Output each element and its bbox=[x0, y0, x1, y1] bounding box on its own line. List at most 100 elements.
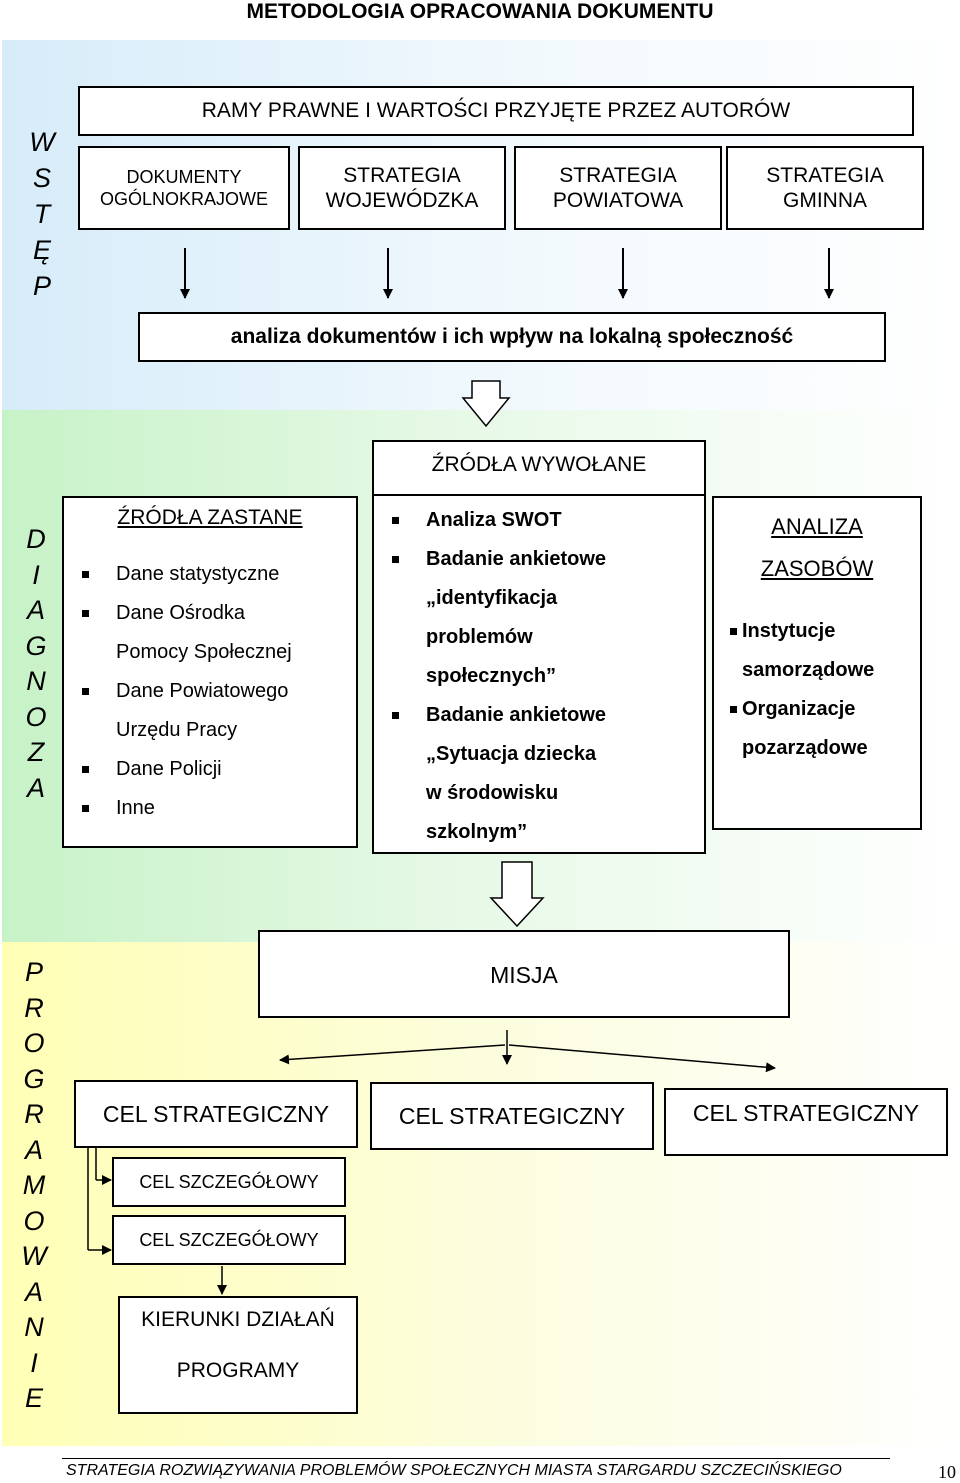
diagnoza-letter: O bbox=[25, 701, 47, 732]
doc3-line2: POWIATOWA bbox=[552, 189, 684, 212]
doc4-line1: STRATEGIA bbox=[766, 164, 884, 187]
programy-text: PROGRAMY bbox=[176, 1359, 300, 1382]
bullet-square-icon bbox=[82, 688, 89, 695]
zrodla-wywolane-box: Analiza SWOT Badanie ankietowe „identyfika… bbox=[372, 494, 706, 854]
misja-box: MISJA bbox=[258, 930, 790, 1018]
cel-strategiczny-3-box: CEL STRATEGICZNY bbox=[664, 1088, 948, 1156]
bullet-square-icon bbox=[82, 571, 89, 578]
wywolane-item-line: w środowisku bbox=[426, 782, 559, 804]
diagnoza-letter: I bbox=[32, 559, 40, 590]
diagnoza-letter: D bbox=[26, 524, 46, 554]
cel-szczegolowy-1-text: CEL SZCZEGÓŁOWY bbox=[139, 1171, 319, 1192]
wstep-letter: P bbox=[32, 271, 51, 301]
ramy-prawne-box: RAMY PRAWNE I WARTOŚCI PRZYJĘTE PRZEZ AU… bbox=[78, 86, 914, 136]
analiza-zasobow-title-line2: ZASOBÓW bbox=[760, 556, 874, 581]
strategia-wojewodzka-box: STRATEGIA WOJEWÓDZKA bbox=[298, 146, 506, 230]
wywolane-item-line: „Sytuacja dziecka bbox=[426, 743, 597, 765]
diagnoza-letter: G bbox=[25, 630, 47, 661]
doc2-line1: STRATEGIA bbox=[343, 164, 461, 187]
wywolane-item-line: Badanie ankietowe bbox=[426, 548, 607, 570]
cel-szczegolowy-2-text: CEL SZCZEGÓŁOWY bbox=[139, 1229, 319, 1250]
wywolane-item-line: społecznych” bbox=[426, 665, 557, 687]
programowanie-letter: N bbox=[24, 1312, 44, 1342]
zastane-item-line: Dane Policji bbox=[116, 758, 222, 780]
zrodla-zastane-title: ŹRÓDŁA ZASTANE bbox=[117, 506, 303, 529]
cel-strategiczny-2-box: CEL STRATEGICZNY bbox=[370, 1082, 654, 1150]
analiza-zasobow-title-line1: ANALIZA bbox=[771, 514, 863, 539]
wywolane-item-line: Analiza SWOT bbox=[426, 509, 562, 531]
bullet-square-icon bbox=[82, 610, 89, 617]
cel-szczegolowy-1-box: CEL SZCZEGÓŁOWY bbox=[112, 1157, 346, 1207]
programowanie-letter: O bbox=[23, 1205, 45, 1236]
zasoby-item: Instytucje samorządowe bbox=[730, 612, 875, 690]
programowanie-letter: G bbox=[23, 1063, 45, 1094]
misja-text: MISJA bbox=[490, 962, 558, 988]
wstep-letter: Ę bbox=[32, 235, 51, 265]
bullet-square-icon bbox=[82, 805, 89, 812]
bullet-square-icon bbox=[730, 706, 737, 713]
bullet-square-icon bbox=[392, 556, 399, 563]
diagnoza-letter: A bbox=[26, 772, 45, 803]
dokumenty-ogolnokrajowe-box: DOKUMENTY OGÓLNOKRAJOWE bbox=[78, 146, 290, 230]
bullet-square-icon bbox=[730, 628, 737, 635]
bullet-square-icon bbox=[82, 766, 89, 773]
wywolane-item-line: szkolnym” bbox=[426, 821, 528, 843]
wstep-letter: S bbox=[32, 163, 51, 193]
programowanie-letter: R bbox=[24, 1099, 44, 1129]
footer-rule bbox=[62, 1458, 890, 1459]
programowanie-letter: P bbox=[24, 957, 43, 987]
diagnoza-letter: Z bbox=[27, 737, 45, 767]
kierunki-dzialan-text: KIERUNKI DZIAŁAŃ bbox=[141, 1308, 335, 1331]
wstep-letter: T bbox=[33, 199, 51, 229]
doc1-line1: DOKUMENTY bbox=[126, 167, 242, 187]
zrodla-wywolane-list: Analiza SWOT Badanie ankietowe „identyfika… bbox=[392, 501, 607, 852]
cel-strategiczny-1-box: CEL STRATEGICZNY bbox=[74, 1080, 358, 1148]
programowanie-letter: E bbox=[24, 1383, 43, 1413]
analiza-zasobow-title: ANALIZA ZASOBÓW bbox=[714, 506, 920, 590]
zasoby-item-line: pozarządowe bbox=[742, 737, 868, 759]
zrodla-wywolane-header-box: ŹRÓDŁA WYWOŁANE bbox=[372, 440, 706, 496]
cel-strategiczny-1-text: CEL STRATEGICZNY bbox=[102, 1100, 330, 1127]
doc2-line2: WOJEWÓDZKA bbox=[325, 189, 479, 212]
bullet-square-icon bbox=[392, 712, 399, 719]
doc4-line2: GMINNA bbox=[783, 189, 867, 212]
programowanie-letter: W bbox=[21, 1241, 47, 1271]
programowanie-letter: R bbox=[24, 992, 44, 1023]
zasoby-item: Organizacje pozarządowe bbox=[730, 690, 874, 768]
page-number: 10 bbox=[938, 1462, 956, 1482]
zastane-item-line: Dane Ośrodka bbox=[116, 602, 245, 624]
wywolane-item-line: „identyfikacja bbox=[426, 587, 558, 609]
block-arrow-2 bbox=[489, 861, 545, 928]
wywolane-item-line: problemów bbox=[426, 626, 533, 648]
wywolane-item: Analiza SWOT bbox=[392, 501, 606, 540]
zrodla-wywolane-title: ŹRÓDŁA WYWOŁANE bbox=[431, 453, 647, 476]
zastane-item-line: Inne bbox=[116, 797, 155, 819]
wstep-letter: W bbox=[29, 127, 55, 157]
diagnoza-letter: N bbox=[26, 666, 46, 696]
doc1-line2: OGÓLNOKRAJOWE bbox=[99, 189, 269, 209]
cel-strategiczny-2-text: CEL STRATEGICZNY bbox=[398, 1102, 626, 1129]
doc3-line1: STRATEGIA bbox=[559, 164, 677, 187]
programowanie-letter: A bbox=[24, 1276, 43, 1307]
zasoby-item-line: Instytucje bbox=[742, 620, 836, 642]
zastane-item-line: Urzędu Pracy bbox=[116, 719, 238, 741]
kierunki-programy-box: KIERUNKI DZIAŁAŃ PROGRAMY bbox=[118, 1296, 358, 1414]
zastane-item: Dane Policji bbox=[82, 750, 292, 789]
footer-text: STRATEGIA ROZWIĄZYWANIA PROBLEMÓW SPOŁEC… bbox=[66, 1462, 842, 1479]
zasoby-item-line: samorządowe bbox=[742, 659, 875, 681]
programowanie-letter: I bbox=[30, 1347, 38, 1378]
strategia-gminna-box: STRATEGIA GMINNA bbox=[726, 146, 924, 230]
arrow-misja-right bbox=[508, 1044, 776, 1073]
block-arrow-1 bbox=[461, 380, 511, 428]
zasoby-item-line: Organizacje bbox=[742, 698, 856, 720]
zastane-item-line: Dane Powiatowego bbox=[116, 680, 289, 702]
wywolane-item: Badanie ankietowe „identyfikacja problemów… bbox=[392, 540, 607, 696]
